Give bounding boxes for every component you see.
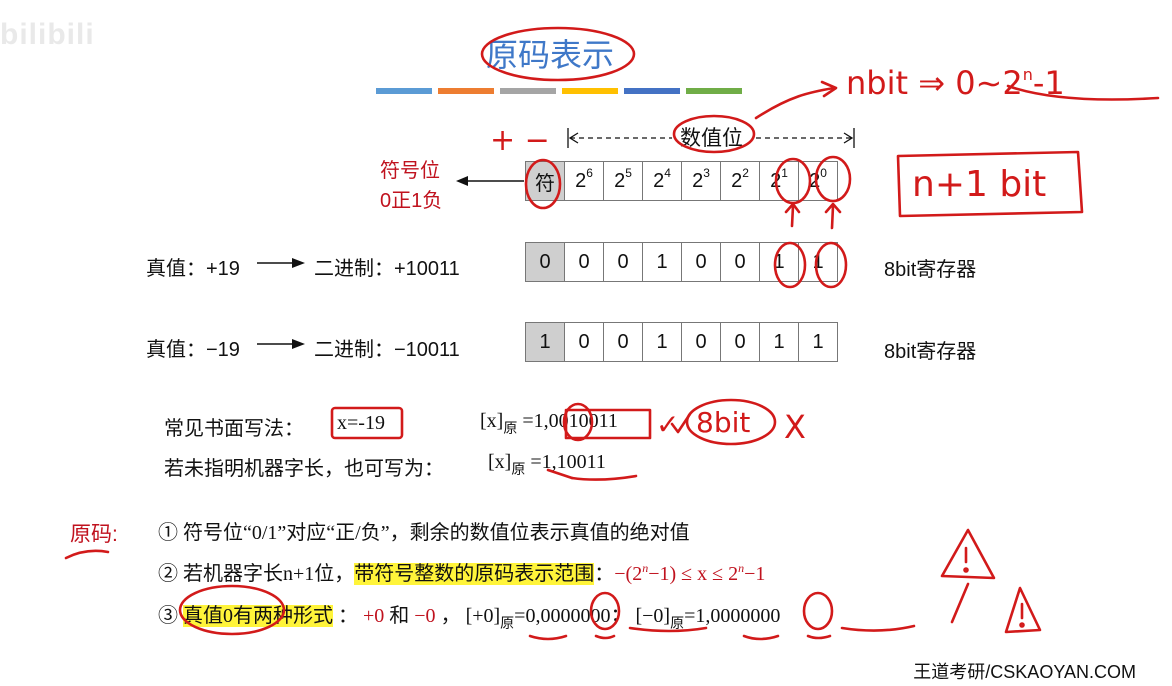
- row2-register-cells: 1 0 0 1 0 0 1 1: [525, 322, 838, 362]
- sign-bit-meaning: 0正1负: [380, 190, 443, 212]
- row2-register-label: 8bit寄存器: [884, 341, 977, 363]
- written-code-1: [x]原 =1,0010011: [480, 410, 618, 437]
- row-arrows: [257, 258, 305, 349]
- written-x-value: x=-19: [337, 412, 385, 434]
- cross-mark: X: [784, 408, 806, 446]
- nbit-range-annotation: nbit ⇒ 0∼2n-1: [846, 64, 1065, 102]
- row2-binary: 二进制：−10011: [314, 339, 460, 361]
- sign-magnitude-heading: 原码:: [70, 523, 118, 546]
- row2-truth: 真值：−19: [146, 339, 240, 361]
- sign-arrow: [456, 176, 524, 186]
- written-code-2: [x]原 =1,10011: [488, 451, 606, 478]
- bit-cell: 1: [759, 242, 799, 282]
- stripe-2: [438, 88, 494, 94]
- bit-cell: 1: [642, 322, 682, 362]
- written-form-label: 常见书面写法：: [164, 418, 304, 440]
- stripe-3: [500, 88, 556, 94]
- bit-cell: 0: [525, 242, 565, 282]
- row1-register-cells: 0 0 0 1 0 0 1 1: [525, 242, 838, 282]
- bit-cell: 1: [642, 242, 682, 282]
- plus-minus-annotation: + −: [490, 123, 550, 158]
- row1-register-label: 8bit寄存器: [884, 259, 977, 281]
- bit-cell: 1: [798, 322, 838, 362]
- bit-cell: 1: [525, 322, 565, 362]
- unspecified-length-label: 若未指明机器字长，也可写为：: [164, 458, 444, 480]
- bit-cell: 0: [603, 322, 643, 362]
- check-mark: ✓: [656, 408, 679, 441]
- row1-truth: 真值：+19: [146, 258, 240, 280]
- rule-2: ② 若机器字长n+1位，带符号整数的原码表示范围：−(2n−1) ≤ x ≤ 2…: [158, 561, 766, 585]
- value-bits-label: 数值位: [680, 127, 743, 150]
- stripe-5: [624, 88, 680, 94]
- stripe-4: [562, 88, 618, 94]
- n-plus-1-bit-annotation: n+1 bit: [912, 164, 1046, 205]
- bit-cell: 1: [798, 242, 838, 282]
- row1-binary: 二进制：+10011: [314, 258, 460, 280]
- bit-cell: 0: [564, 242, 604, 282]
- sign-cell: 符: [525, 161, 565, 201]
- zero-two-forms-highlight: 真值0有两种形式: [183, 605, 333, 627]
- range-formula: −(2n−1) ≤ x ≤ 2n−1: [614, 561, 766, 585]
- page-title: 原码表示: [486, 37, 615, 73]
- bit-cell: 1: [759, 322, 799, 362]
- bit-cell: 0: [603, 242, 643, 282]
- footer-brand: 王道考研/CSKAOYAN.COM: [913, 662, 1136, 682]
- range-highlight: 带符号整数的原码表示范围: [354, 563, 595, 585]
- bit-cell: 0: [720, 242, 760, 282]
- eight-bit-annotation: 8bit: [696, 406, 750, 439]
- rule-3: ③ 真值0有两种形式 ： +0 和 −0 ， [+0]原=0,0000000； …: [158, 605, 781, 632]
- bilibili-watermark: bilibili: [0, 18, 95, 51]
- rule-1: ① 符号位“0/1”对应“正/负”，剩余的数值位表示真值的绝对值: [158, 522, 690, 544]
- stripe-6: [686, 88, 742, 94]
- stripe-1: [376, 88, 432, 94]
- bit-cell: 0: [681, 242, 721, 282]
- bit-cell: 0: [720, 322, 760, 362]
- bit-cell: 0: [681, 322, 721, 362]
- bit-cell: 0: [564, 322, 604, 362]
- sign-bit-label: 符号位: [380, 160, 440, 182]
